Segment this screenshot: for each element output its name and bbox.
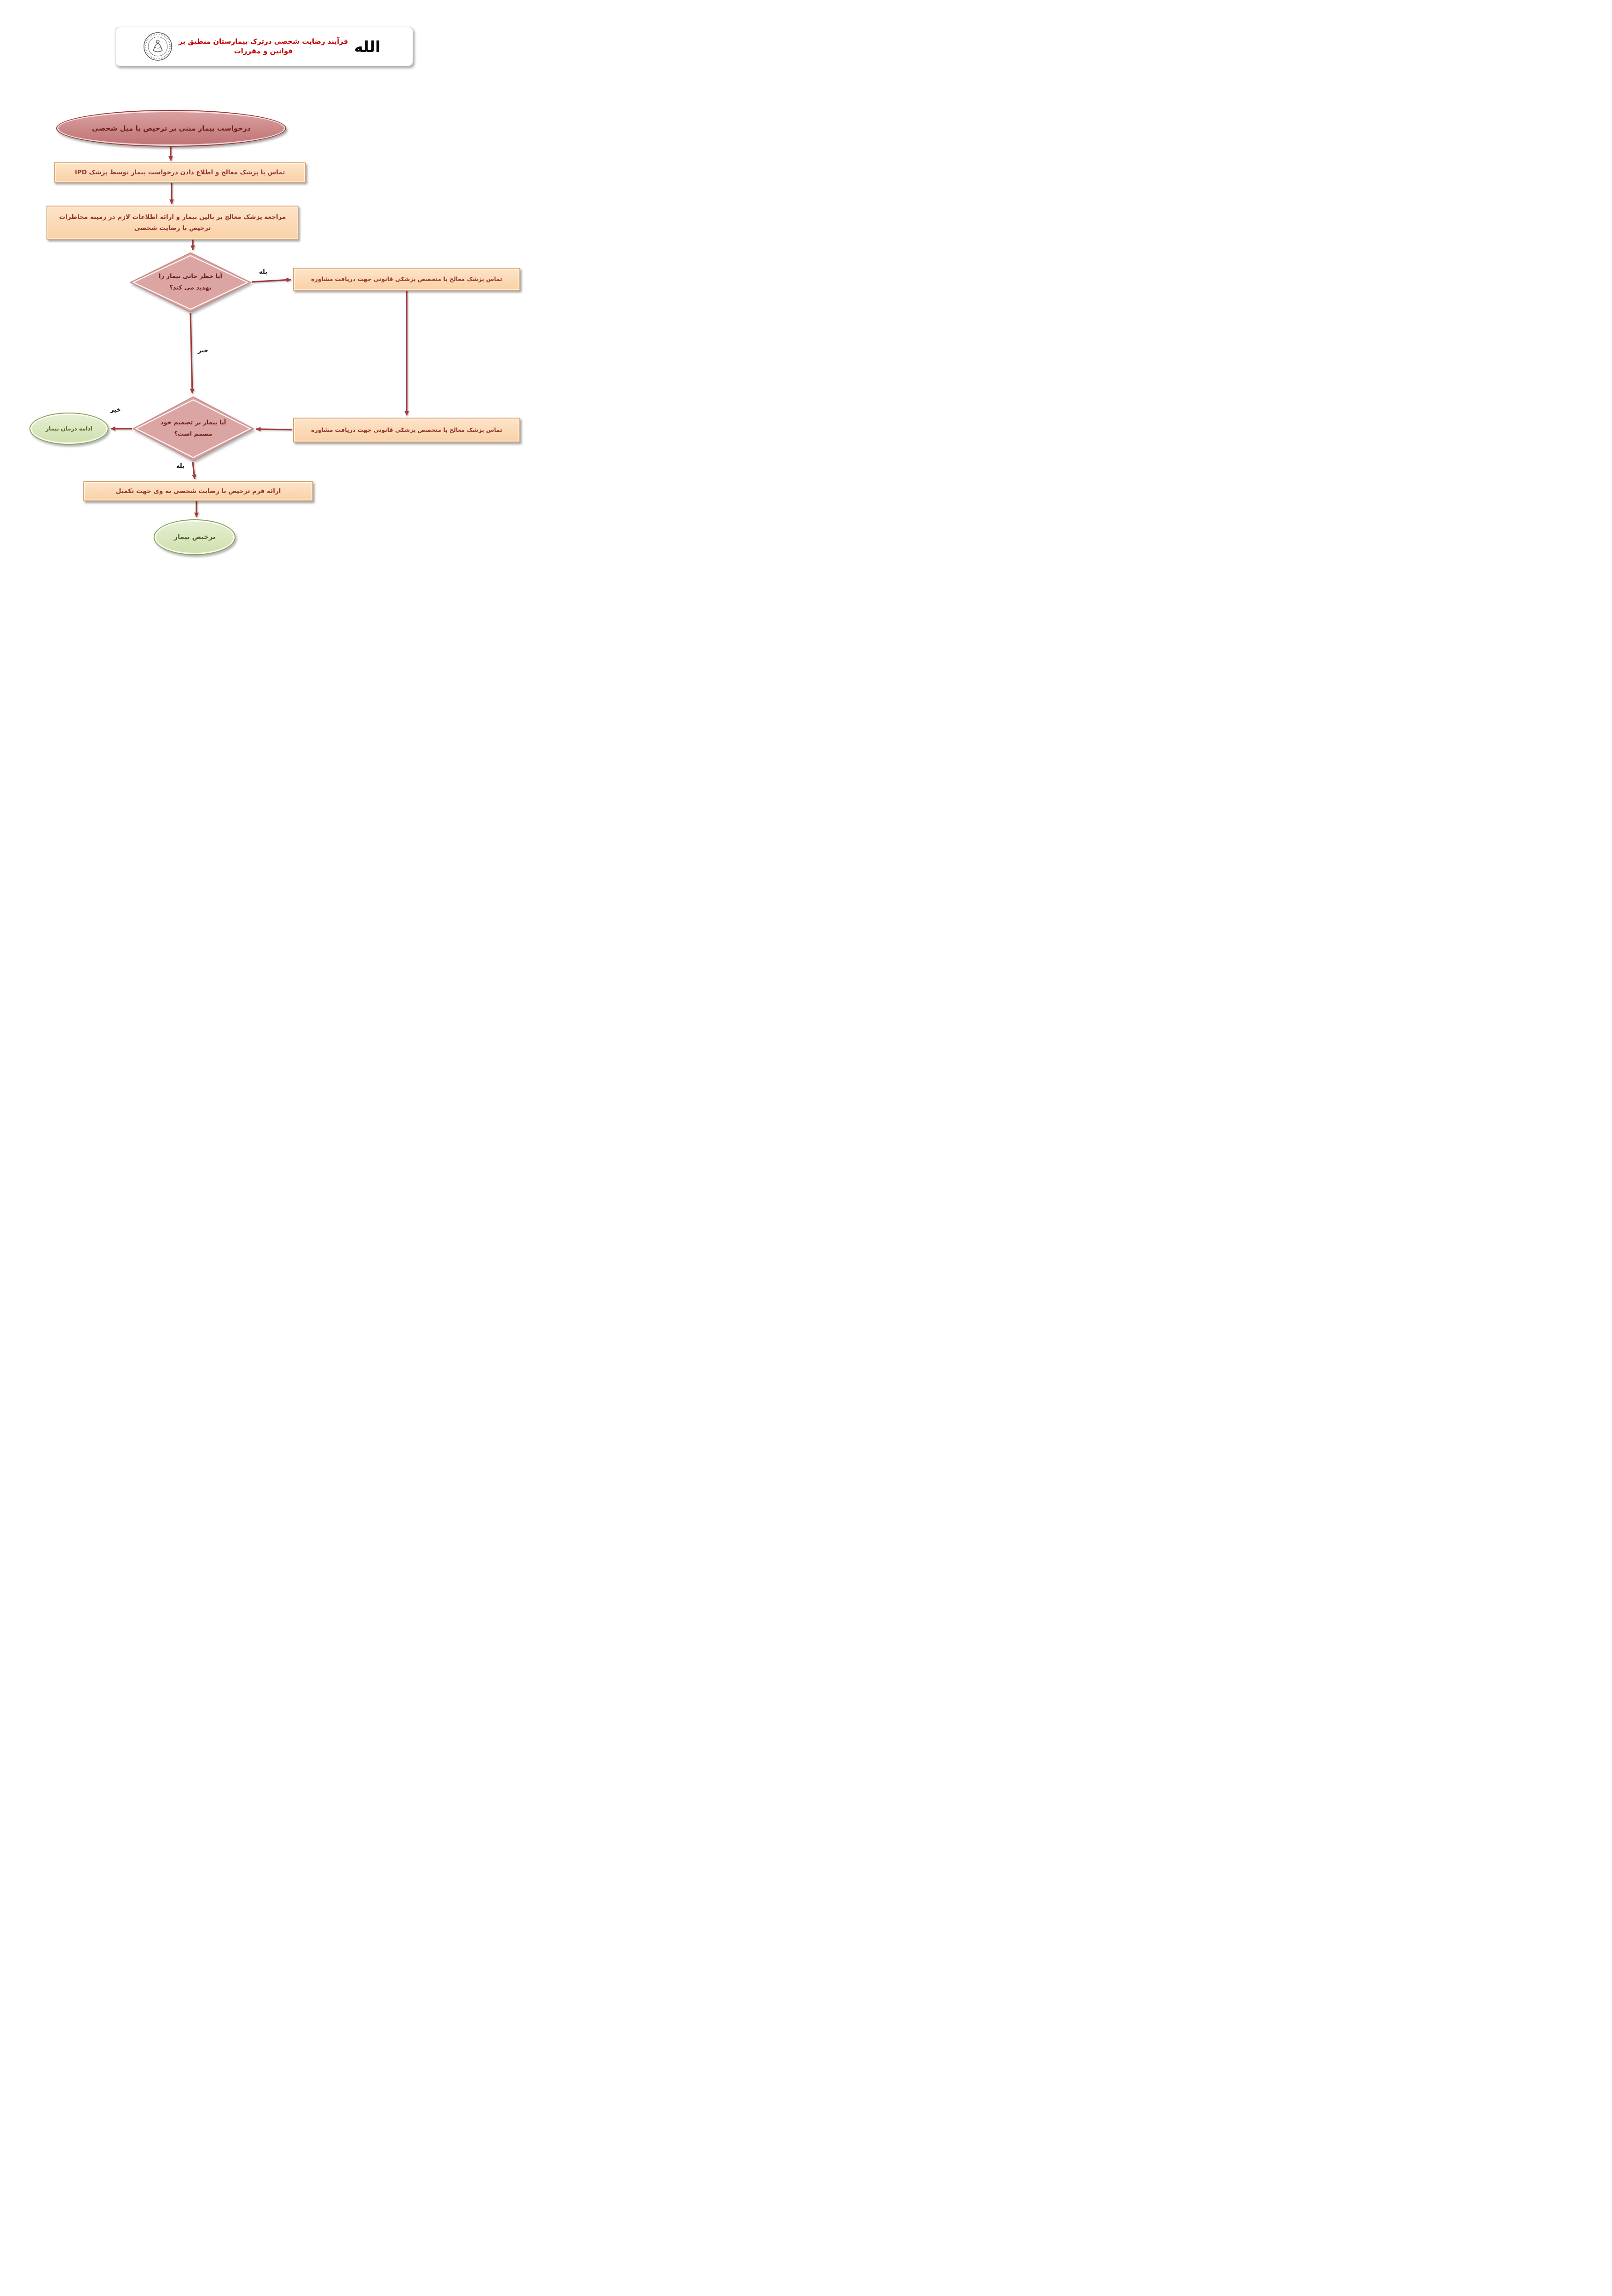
allah-calligraphy-icon: الله: [354, 37, 380, 56]
edge-label-danger-no: خیر: [198, 347, 208, 354]
process-contact-ipd: تماس با پزشک معالج و اطلاع دادن درخواست …: [54, 162, 306, 183]
header: فرآیند رضایت شخصی درترک بیمارستان منطبق …: [115, 27, 413, 66]
edge-label-determined-yes: بله: [176, 463, 185, 470]
process-consult-forensic-top: تماس پزشک معالج با متخصص پزشکی قانونی جه…: [293, 268, 520, 291]
edge-danger-no: [190, 313, 195, 394]
decision-patient-determined: آیا بیمار بر تصمیم خود مصمم است؟: [132, 396, 254, 462]
process-consult-forensic-bottom-label: تماس پزشک معالج با متخصص پزشکی قانونی جه…: [311, 426, 502, 433]
process-bedside-visit-label: مراجعه پزشک معالج بر بالین بیمار و ارائه…: [59, 213, 286, 232]
process-bedside-visit: مراجعه پزشک معالج بر بالین بیمار و ارائه…: [46, 206, 299, 240]
terminal-continue-treatment-label: ادامه درمان بیمار: [46, 425, 92, 432]
page-title: فرآیند رضایت شخصی درترک بیمارستان منطبق …: [178, 37, 348, 55]
decision-life-danger: آیا خطر جانی بیمار را تهدید می کند؟: [129, 252, 252, 313]
end-node-discharge: ترخیص بیمار: [154, 519, 236, 555]
process-consult-forensic-bottom: تماس پزشک معالج با متخصص پزشکی قانونی جه…: [293, 418, 520, 442]
process-contact-ipd-label: تماس با پزشک معالج و اطلاع دادن درخواست …: [75, 168, 285, 176]
process-discharge-form: ارائه فرم ترخیص با رضایت شخصی به وی جهت …: [83, 481, 313, 501]
start-node: درخواست بیمار مبنی بر ترخیص با میل شخصی: [56, 110, 286, 147]
process-discharge-form-label: ارائه فرم ترخیص با رضایت شخصی به وی جهت …: [115, 487, 281, 495]
process-consult-forensic-top-label: تماس پزشک معالج با متخصص پزشکی قانونی جه…: [311, 275, 502, 282]
terminal-continue-treatment: ادامه درمان بیمار: [29, 413, 109, 445]
end-node-discharge-label: ترخیص بیمار: [173, 534, 216, 541]
edge-label-determined-no: خیر: [110, 407, 121, 413]
flow-connectors: [110, 146, 409, 518]
edge-label-danger-yes: بله: [259, 269, 268, 276]
decision-patient-determined-label: آیا بیمار بر تصمیم خود مصمم است؟: [160, 419, 226, 437]
edge-determined-yes: [192, 462, 196, 480]
start-node-label: درخواست بیمار مبنی بر ترخیص با میل شخصی: [92, 124, 251, 132]
edge-danger-yes: [251, 277, 292, 283]
edge-consult-to-determined: [255, 427, 293, 432]
flowchart-page: فرآیند رضایت شخصی درترک بیمارستان منطبق …: [0, 0, 537, 765]
decision-life-danger-label: آیا خطر جانی بیمار را تهدید می کند؟: [159, 273, 222, 291]
hospital-logo-icon: [143, 32, 173, 61]
